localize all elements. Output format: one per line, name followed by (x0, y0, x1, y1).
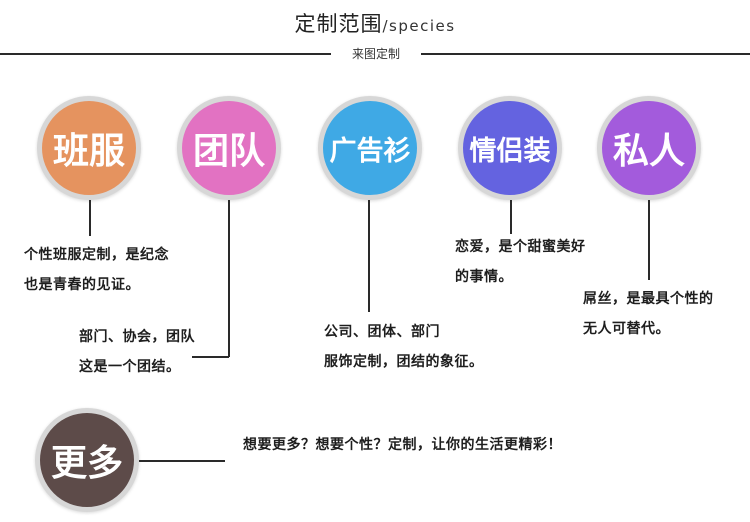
caption-advertising-shirt-line-1: 公司、团体、部门 (324, 324, 440, 340)
connector-private (648, 200, 650, 280)
connector-couple-wear (510, 200, 512, 234)
connector-more (139, 460, 225, 462)
category-circle-team[interactable]: 团队 (177, 96, 281, 200)
caption-more: 想要更多？想要个性？定制，让你的生活更精彩！ (243, 430, 562, 460)
caption-team-line-1: 部门、协会，团队 (79, 329, 195, 345)
page-title: 定制范围/species (0, 8, 750, 38)
connector-team-vertical (228, 200, 230, 357)
header-rule-right (421, 53, 750, 55)
caption-more-line: 想要更多？想要个性？定制，让你的生活更精彩！ (243, 437, 562, 453)
caption-class-uniform: 个性班服定制，是纪念 也是青春的见证。 (24, 240, 169, 300)
connector-team-horizontal (192, 356, 229, 358)
caption-class-uniform-line-1: 个性班服定制，是纪念 (24, 247, 169, 263)
category-circle-advertising-shirt[interactable]: 广告衫 (318, 96, 422, 200)
connector-advertising-shirt (368, 200, 370, 312)
caption-class-uniform-line-2: 也是青春的见证。 (24, 277, 140, 293)
caption-advertising-shirt: 公司、团体、部门 服饰定制，团结的象征。 (324, 317, 484, 377)
category-circle-couple-wear[interactable]: 情侣装 (458, 96, 562, 200)
category-circle-class-uniform[interactable]: 班服 (37, 96, 141, 200)
caption-couple-wear-line-1: 恋爱，是个甜蜜美好 (455, 239, 586, 255)
category-circle-private[interactable]: 私人 (597, 96, 701, 200)
caption-private-line-1: 屌丝，是最具个性的 (583, 291, 714, 307)
caption-team: 部门、协会，团队 这是一个团结。 (79, 322, 195, 382)
caption-advertising-shirt-line-2: 服饰定制，团结的象征。 (324, 354, 484, 370)
caption-private-line-2: 无人可替代。 (583, 321, 670, 337)
caption-couple-wear: 恋爱，是个甜蜜美好 的事情。 (455, 232, 586, 292)
category-circle-more[interactable]: 更多 (35, 408, 139, 512)
title-cn: 定制范围 (294, 12, 383, 36)
header-rule-left (0, 53, 331, 55)
caption-team-line-2: 这是一个团结。 (79, 359, 181, 375)
page-subtitle: 来图定制 (351, 47, 400, 61)
connector-class-uniform (89, 200, 91, 236)
title-en: /species (382, 17, 456, 35)
caption-private: 屌丝，是最具个性的 无人可替代。 (583, 284, 714, 344)
caption-couple-wear-line-2: 的事情。 (455, 269, 513, 285)
